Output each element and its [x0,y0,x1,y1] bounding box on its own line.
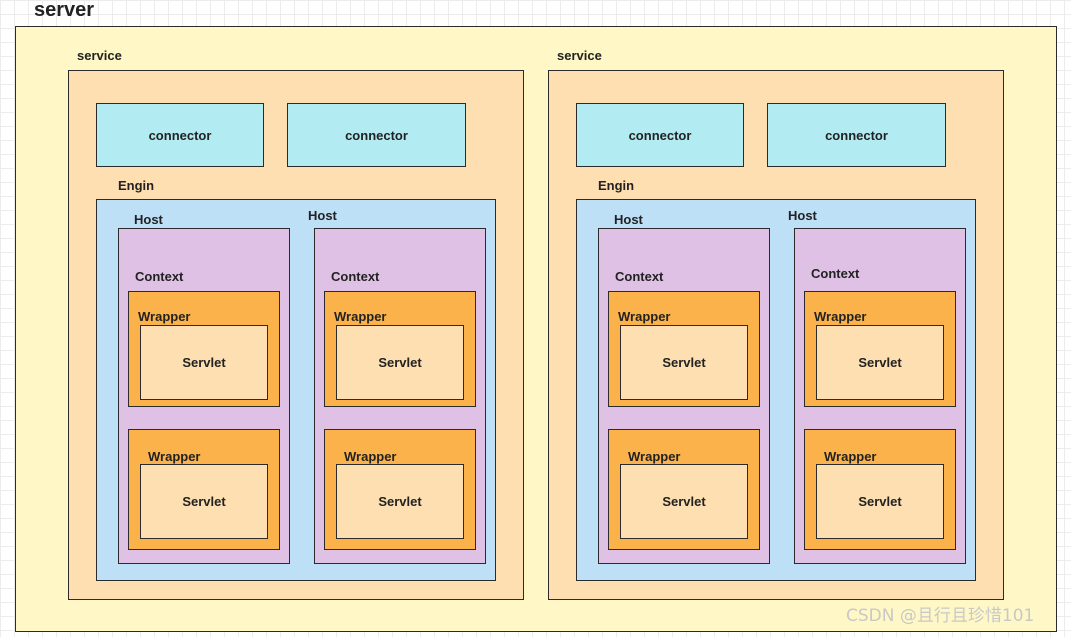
service-label: service [77,48,122,63]
host-label: Host [308,208,337,223]
servlet-label: Servlet [182,355,226,370]
connector-label: connector [148,127,212,143]
wrapper-label: Wrapper [148,449,201,464]
service-label: service [557,48,602,63]
context-label: Context [811,266,860,281]
servlet-box: Servlet [140,464,268,539]
servlet-label: Servlet [378,355,422,370]
servlet-label: Servlet [662,494,706,509]
host-label: Host [788,208,817,223]
servlet-box: Servlet [620,464,748,539]
engine-label: Engin [118,178,155,193]
connector-label: connector [825,127,888,143]
connector-box: connector [287,103,466,167]
wrapper-label: Wrapper [138,309,191,324]
context-label: Context [331,269,380,284]
wrapper-label: Wrapper [344,449,397,464]
connector-box: connector [96,103,264,167]
watermark-text: CSDN @且行且珍惜101 [846,606,1035,626]
servlet-label: Servlet [182,494,226,509]
servlet-label: Servlet [662,355,706,370]
wrapper-label: Wrapper [824,449,877,464]
engine-label: Engin [598,178,635,193]
wrapper-label: Wrapper [814,309,867,324]
server-label: server [34,0,95,21]
context-label: Context [615,269,664,284]
host-label: Host [614,212,643,227]
servlet-label: Servlet [858,355,902,370]
wrapper-label: Wrapper [334,309,387,324]
connector-box: connector [576,103,744,167]
wrapper-label: Wrapper [628,449,681,464]
wrapper-label: Wrapper [618,309,671,324]
connector-box: connector [767,103,946,167]
servlet-label: Servlet [858,494,902,509]
connector-label: connector [345,127,408,143]
context-label: Context [135,269,184,284]
servlet-box: Servlet [816,325,944,400]
servlet-box: Servlet [336,464,464,539]
servlet-box: Servlet [140,325,268,400]
servlet-box: Servlet [336,325,464,400]
servlet-box: Servlet [816,464,944,539]
connector-label: connector [628,127,692,143]
servlet-label: Servlet [378,494,422,509]
servlet-box: Servlet [620,325,748,400]
host-label: Host [134,212,163,227]
